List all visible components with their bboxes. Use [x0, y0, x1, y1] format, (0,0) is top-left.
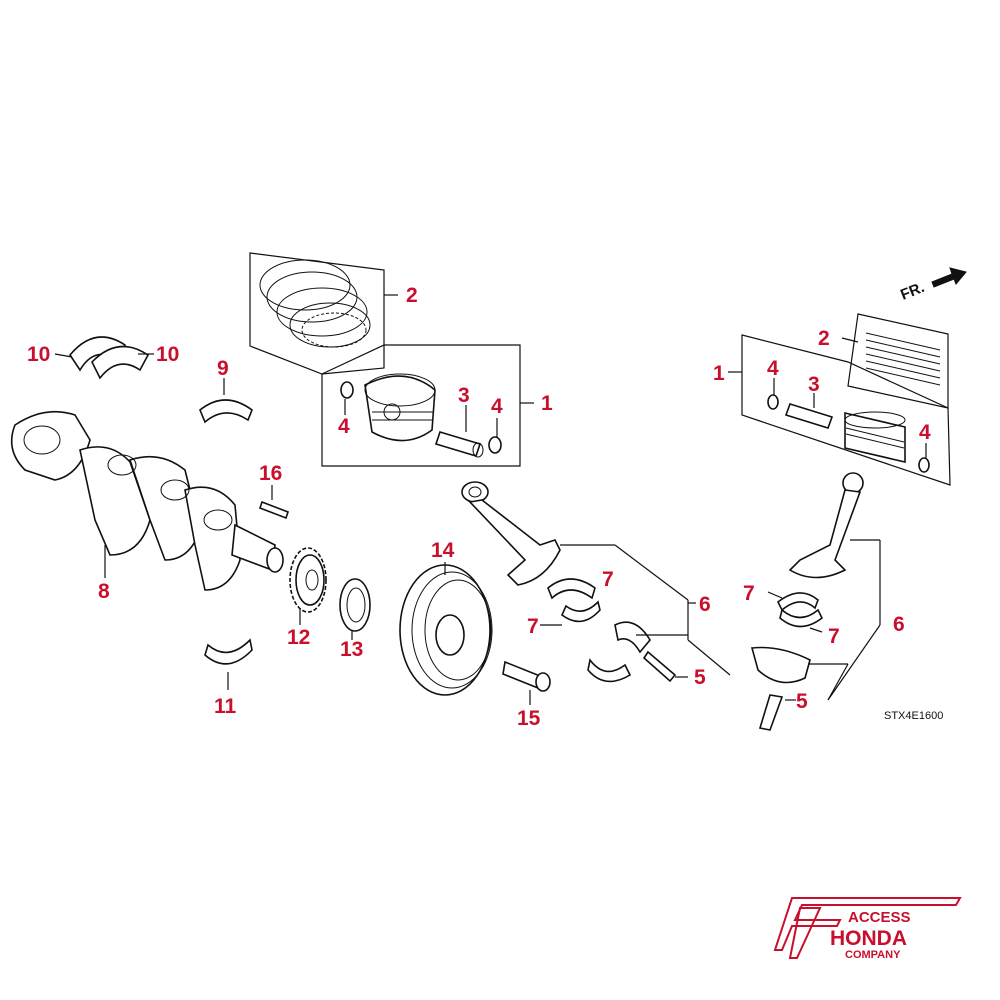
- crankshaft-ring: [339, 578, 371, 640]
- label-10-a: 10: [27, 343, 50, 366]
- thrust-washers: [54, 336, 154, 380]
- front-direction-arrow: FR.: [898, 267, 967, 304]
- connecting-rod-right: [750, 472, 881, 731]
- pulley-bolt: [502, 660, 551, 705]
- label-10-b: 10: [156, 343, 179, 366]
- label-16: 16: [259, 462, 282, 485]
- label-6-left: 6: [699, 593, 711, 616]
- label-5-right: 5: [796, 690, 808, 713]
- label-13: 13: [340, 638, 363, 661]
- logo-line3: COMPANY: [845, 949, 901, 961]
- crankshaft: [10, 410, 284, 591]
- label-2-left: 2: [406, 284, 418, 307]
- crankshaft-pulley: [399, 562, 493, 696]
- piston-ring-set-right: [841, 313, 949, 409]
- label-7-c: 7: [743, 582, 755, 605]
- label-2-right: 2: [818, 327, 830, 350]
- label-7-d: 7: [828, 625, 840, 648]
- label-1-right: 1: [713, 362, 725, 385]
- label-3-right: 3: [808, 373, 820, 396]
- label-4-left-a: 4: [338, 415, 350, 438]
- label-9: 9: [217, 357, 229, 380]
- connecting-rod-left: [461, 481, 731, 683]
- label-4-right-a: 4: [767, 357, 779, 380]
- label-11: 11: [214, 695, 237, 718]
- label-1-left: 1: [541, 392, 553, 415]
- label-5-left: 5: [694, 666, 706, 689]
- label-14: 14: [431, 539, 455, 562]
- label-3-left: 3: [458, 384, 470, 407]
- woodruff-key: [258, 485, 290, 520]
- label-4-left-b: 4: [491, 395, 503, 418]
- label-8: 8: [98, 580, 110, 603]
- drawing-code: STX4E1600: [884, 710, 943, 722]
- direction-label: FR.: [898, 279, 927, 304]
- logo-line1: ACCESS: [848, 909, 911, 926]
- logo-line2: HONDA: [830, 927, 907, 950]
- piston-ring-set-left: [249, 252, 398, 375]
- piston-assembly-left: [321, 344, 534, 467]
- main-bearing-lower: [204, 638, 253, 690]
- access-honda-logo: ACCESS HONDA COMPANY: [773, 897, 962, 961]
- piston-assembly-right: [728, 334, 951, 486]
- label-4-right-b: 4: [919, 421, 931, 444]
- main-bearing-upper: [199, 378, 253, 424]
- label-12: 12: [287, 626, 310, 649]
- label-6-right: 6: [893, 613, 905, 636]
- label-7-a: 7: [602, 568, 614, 591]
- label-7-b: 7: [527, 615, 539, 638]
- timing-sprocket: [289, 547, 327, 625]
- label-15: 15: [517, 707, 541, 730]
- part-labels: 1 2 3 4 4 1 2 3 4 4 5 5 6 6 7 7 7 7 8 9 …: [27, 284, 931, 730]
